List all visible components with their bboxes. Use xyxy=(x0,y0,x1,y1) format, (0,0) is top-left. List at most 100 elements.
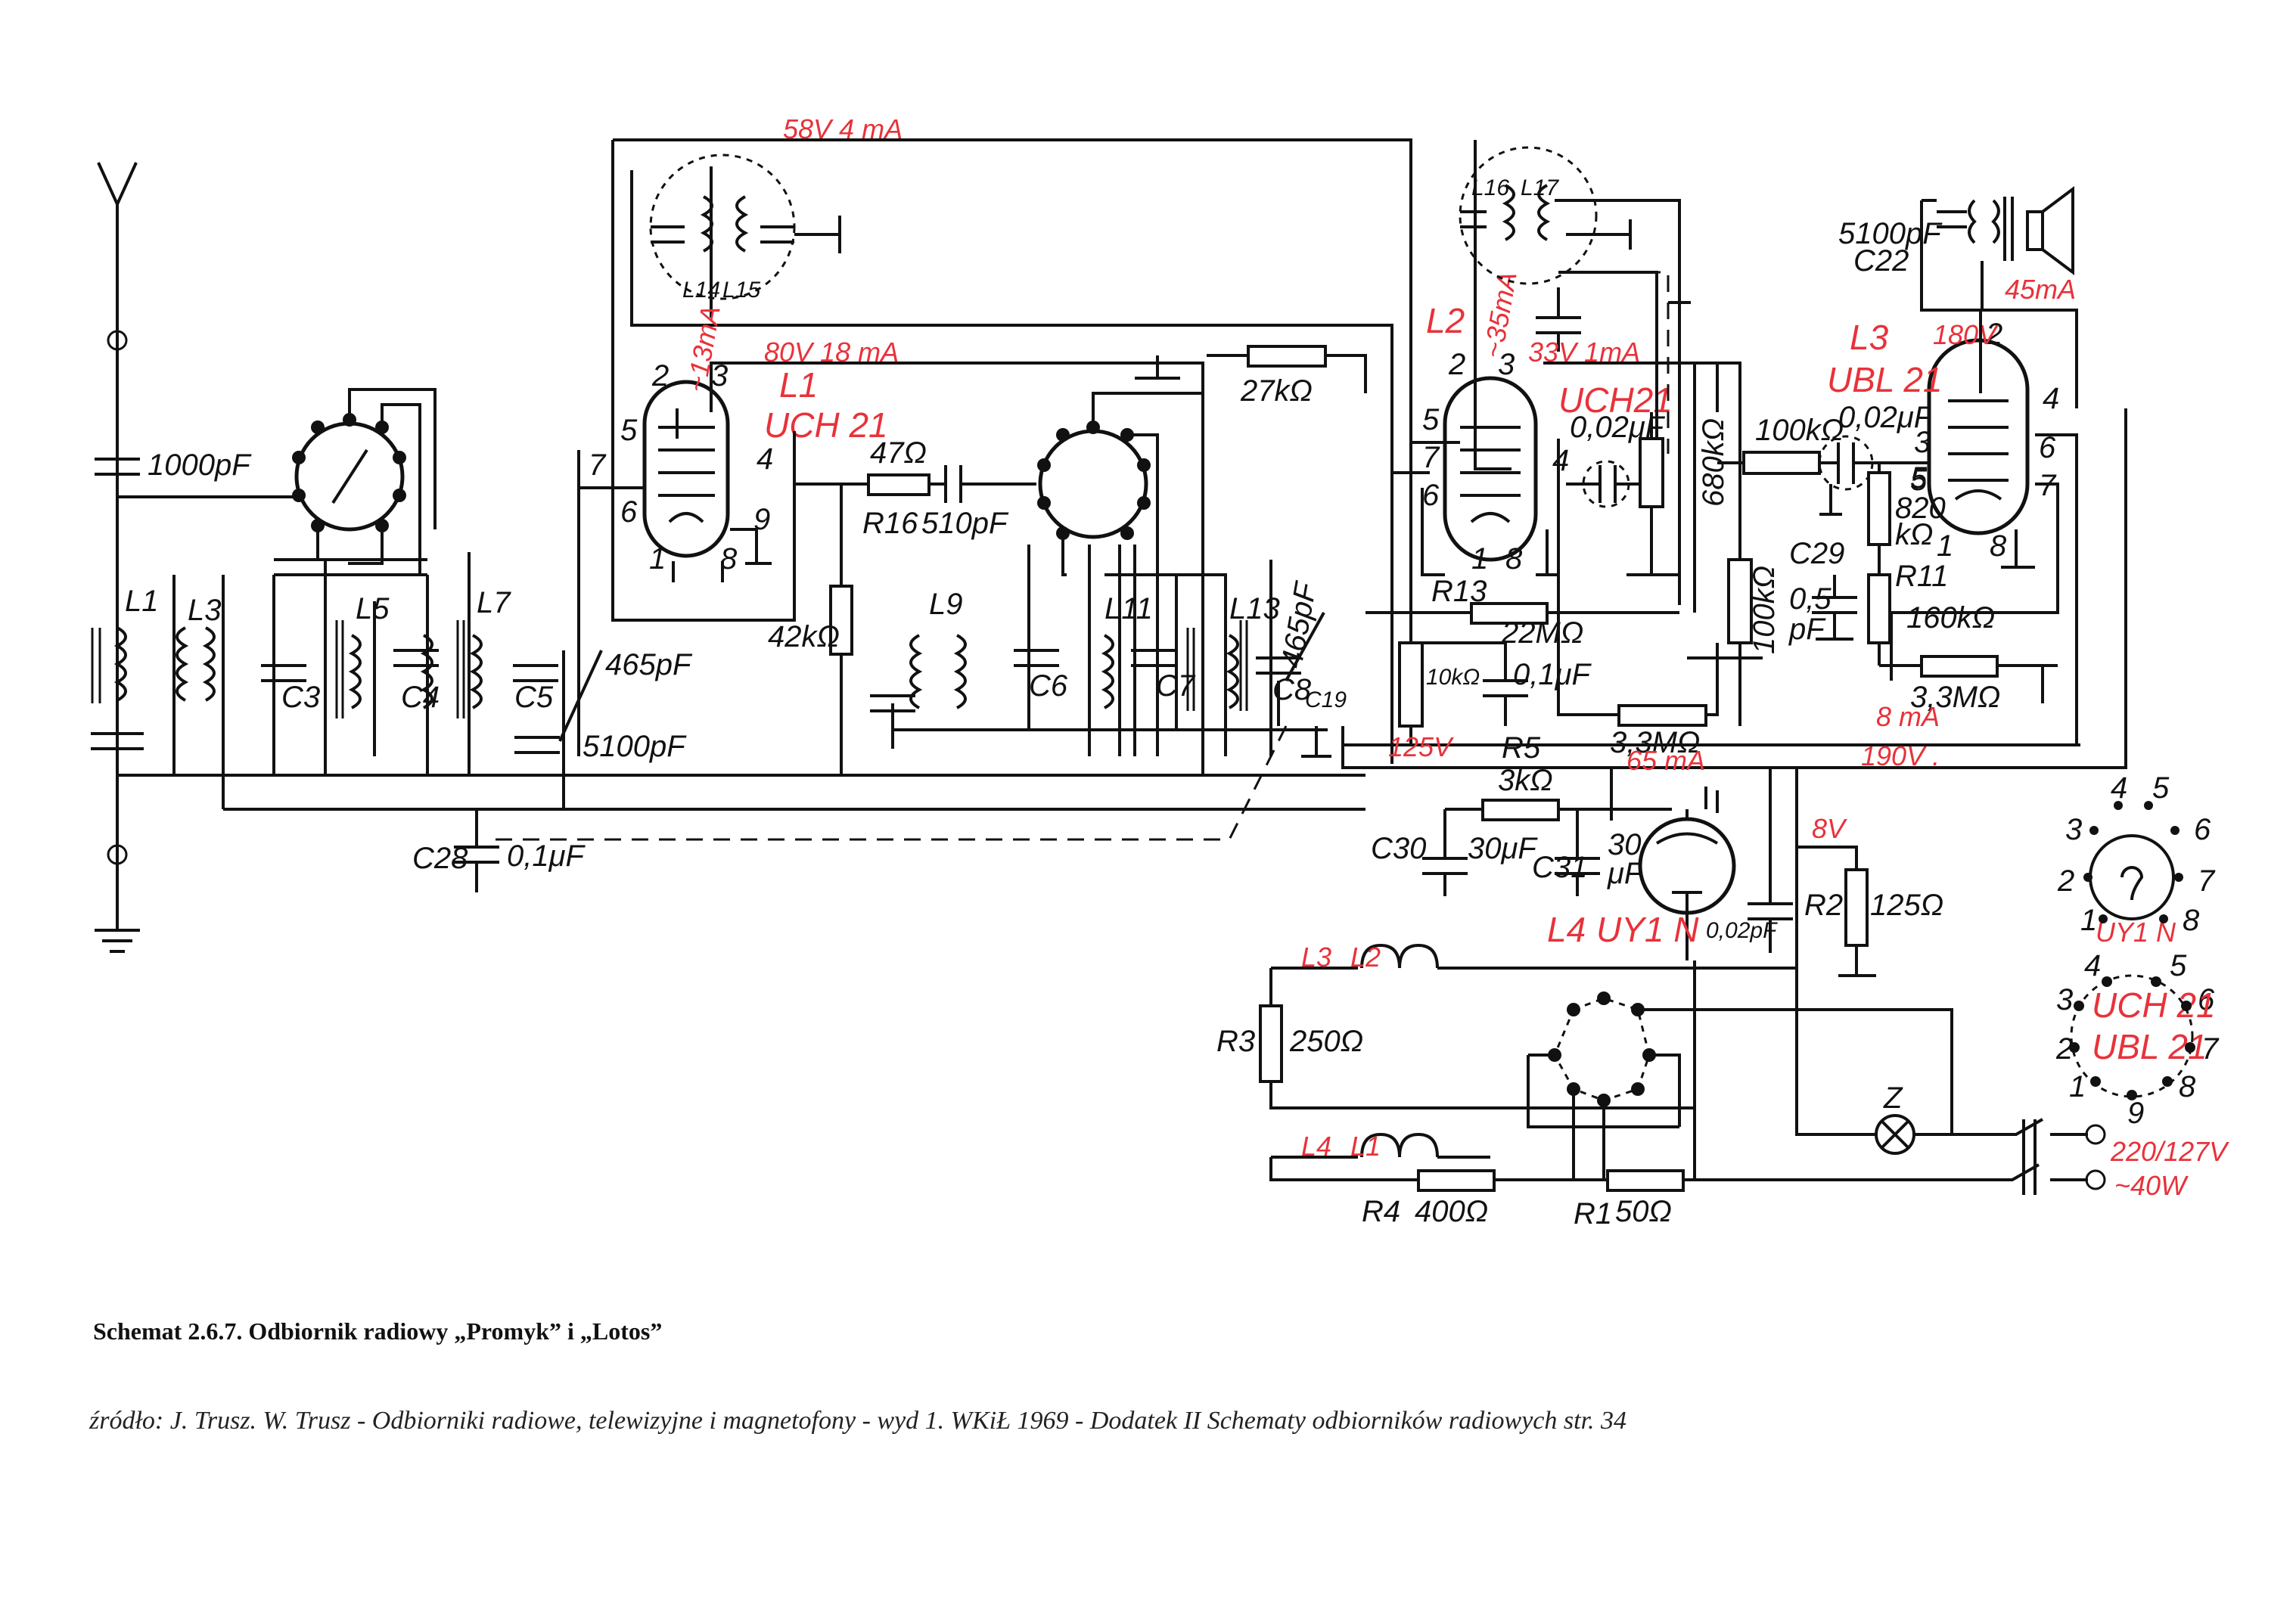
label-r400: 400Ω xyxy=(1415,1195,1488,1228)
antenna-terminal xyxy=(107,330,128,351)
label-l11: L11 xyxy=(1105,592,1153,625)
label-r5: R5 xyxy=(1502,731,1541,765)
socket1-pin-4: 4 xyxy=(2111,771,2127,805)
label-r33ma: 3,3MΩ xyxy=(1610,726,1700,759)
l1-pin-2: 2 xyxy=(651,359,669,393)
socket1-pin-5: 5 xyxy=(2152,771,2170,805)
label-l13: L13 xyxy=(1229,592,1280,625)
label-r50: 50Ω xyxy=(1615,1195,1672,1228)
source-citation: źródło: J. Trusz. W. Trusz - Odbiorniki … xyxy=(89,1407,1627,1435)
label-r100k: 100kΩ xyxy=(1755,414,1844,447)
socket2-pin-3: 3 xyxy=(2056,983,2073,1016)
label-r16: R16 xyxy=(862,507,918,540)
anno-l1-fil: L1 xyxy=(1350,1131,1381,1162)
label-c5: C5 xyxy=(514,681,554,714)
label-c4: C4 xyxy=(401,681,440,714)
l1-pin-1: 1 xyxy=(649,542,666,576)
label-lamp-z: Z xyxy=(1883,1081,1903,1115)
interstage-section: 680kΩ 100kΩ 0,02μF 100kΩ C29 0,5 pF xyxy=(1543,362,1934,726)
label-c29: C29 xyxy=(1789,537,1844,570)
capacitor-1000pf xyxy=(95,458,140,476)
label-c01a: 0,1μF xyxy=(507,839,586,873)
label-c22: C22 xyxy=(1853,244,1909,278)
label-c6: C6 xyxy=(1029,669,1068,703)
anno-l3-fil: L3 xyxy=(1301,942,1331,973)
label-l1: L1 xyxy=(125,585,159,618)
socket2-label-uch21: UCH 21 xyxy=(2092,985,2216,1025)
ground-symbol xyxy=(95,929,140,953)
anno-65ma: 65 mA xyxy=(1626,745,1705,776)
label-c31: C31 xyxy=(1532,851,1587,884)
l2-pin-2: 2 xyxy=(1448,348,1465,381)
l1-pin-5: 5 xyxy=(620,414,638,447)
tube-l2-type: UCH21 xyxy=(1558,380,1673,420)
radio-schematic: 1000pF L1 L3 L5 L7 C3 C4 C5 xyxy=(91,113,2229,1230)
label-5100pf-a: 5100pF xyxy=(583,730,687,763)
label-r820: 820 xyxy=(1895,492,1946,525)
anno-180v: 180V xyxy=(1933,319,1999,350)
l1-pin-7: 7 xyxy=(589,448,607,482)
label-r13: R13 xyxy=(1431,575,1487,608)
label-c3: C3 xyxy=(281,681,320,714)
input-coils: L1 L3 xyxy=(91,575,225,809)
label-c002b: 0,02μF xyxy=(1838,401,1934,434)
label-l14: L14 xyxy=(682,278,720,303)
l2-pin-8: 8 xyxy=(1505,542,1523,576)
ground-terminal xyxy=(107,844,128,865)
socket1-pin-2: 2 xyxy=(2057,864,2074,898)
label-c30v: 30μF xyxy=(1468,832,1538,865)
socket2-pin-8: 8 xyxy=(2179,1070,2196,1103)
label-pin5: 5 xyxy=(1910,461,1928,495)
label-c510: 510pF xyxy=(921,507,1009,540)
socket-uch21-ubl21: 4 5 3 6 2 7 1 8 9 UCH 21 UBL 21 xyxy=(2055,949,2220,1130)
label-c7: C7 xyxy=(1156,669,1196,703)
tube-l1-ref: L1 xyxy=(779,365,818,405)
anno-80v: 80V 18 mA xyxy=(764,337,899,368)
label-r33mb: 3,3MΩ xyxy=(1910,681,2000,714)
label-l7: L7 xyxy=(477,586,511,619)
label-r27k: 27kΩ xyxy=(1240,374,1313,408)
socket1-pin-7: 7 xyxy=(2198,864,2216,898)
tube-l1-type: UCH 21 xyxy=(764,405,888,445)
label-r4: R4 xyxy=(1362,1195,1400,1228)
socket-uy1n: 4 5 3 6 2 7 1 8 UY1 N xyxy=(2057,771,2216,948)
if-transformer-l16-l17: L16 L17 33V 1mA xyxy=(1459,140,1691,605)
anno-l4-fil: L4 xyxy=(1301,1131,1331,1162)
label-r42k: 42kΩ xyxy=(768,620,840,653)
label-c1000: 1000pF xyxy=(148,448,252,482)
tube-l3-ref: L3 xyxy=(1850,318,1889,357)
anno-190v: 190V . xyxy=(1861,740,1940,771)
detector-section: 0,02μF 3,3MΩ xyxy=(1557,411,1719,759)
label-r22m: 22MΩ xyxy=(1501,616,1583,650)
tube-l2-ref: L2 xyxy=(1426,301,1465,340)
c28-capacitor: C28 0,1μF xyxy=(412,725,1288,892)
l3-pin-5: 5 xyxy=(1910,464,1928,497)
label-r125: 125Ω xyxy=(1870,889,1943,922)
label-c002a: 0,02μF xyxy=(1570,411,1666,444)
label-c28: C28 xyxy=(412,842,468,875)
label-r47: 47Ω xyxy=(870,436,927,470)
label-r1: R1 xyxy=(1574,1197,1612,1230)
l3-pin-1: 1 xyxy=(1937,529,1953,563)
socket2-pin-2: 2 xyxy=(2055,1032,2073,1066)
tube-l4-ref: L4 xyxy=(1547,910,1586,949)
if-switch-section: 27kΩ L9 L11 L13 C6 C7 C8 C19 465pF xyxy=(870,345,1367,758)
l3-pin-8: 8 xyxy=(1990,529,2007,563)
l3-pin-3: 3 xyxy=(1914,426,1931,459)
socket2-pin-9: 9 xyxy=(2127,1097,2144,1130)
l1-pin-3: 3 xyxy=(711,359,728,393)
l1-pin-4: 4 xyxy=(757,442,773,476)
label-c19: C19 xyxy=(1305,687,1347,712)
label-r100k2: 100kΩ xyxy=(1748,566,1781,654)
tube-l4-type: UY1 N xyxy=(1596,910,1699,949)
l2-pin-1: 1 xyxy=(1471,542,1488,576)
tube-l3-type: UBL 21 xyxy=(1827,360,1943,399)
label-c8: C8 xyxy=(1272,673,1312,706)
label-r160k: 160kΩ xyxy=(1906,601,1995,635)
l1-pin-8: 8 xyxy=(720,542,738,576)
tube-l1: 2 3 5 7 6 4 1 8 9 L1 UCH 21 xyxy=(589,359,888,582)
label-c30: C30 xyxy=(1371,832,1426,865)
mixer-coupling: 47Ω R16 510pF 42kΩ xyxy=(768,436,1036,777)
l3-pin-6: 6 xyxy=(2039,431,2056,464)
label-r2: R2 xyxy=(1804,889,1843,922)
